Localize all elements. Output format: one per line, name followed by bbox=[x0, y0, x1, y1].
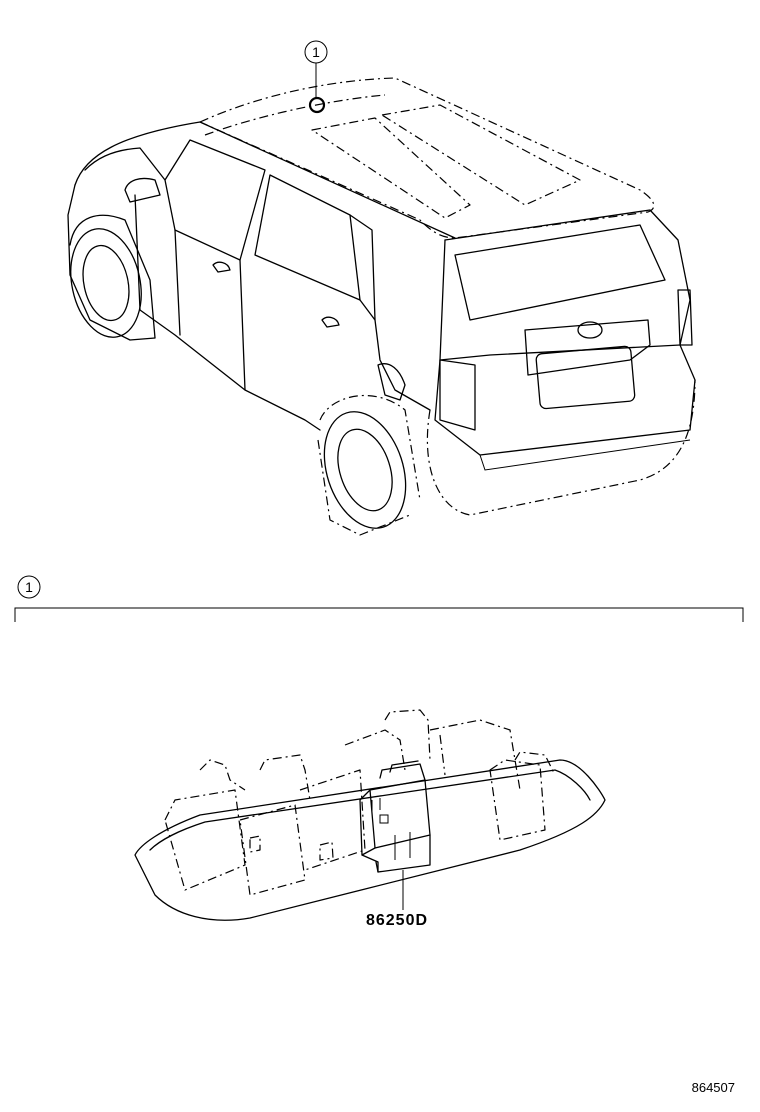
illustration-id: 864507 bbox=[692, 1080, 735, 1095]
location-marker bbox=[308, 96, 326, 114]
section-callout-number: 1 bbox=[25, 579, 33, 595]
part-number-label: 86250D bbox=[366, 912, 428, 929]
part-callout: 86250D bbox=[366, 870, 428, 929]
section-callout-circle bbox=[17, 575, 41, 599]
section-header: 1 bbox=[14, 575, 744, 622]
callout-number: 1 bbox=[312, 44, 320, 60]
vehicle-illustration bbox=[67, 77, 696, 536]
section-bracket bbox=[14, 607, 744, 622]
lamp-assembly-illustration bbox=[134, 709, 606, 921]
vehicle-callout: 1 bbox=[304, 40, 328, 114]
